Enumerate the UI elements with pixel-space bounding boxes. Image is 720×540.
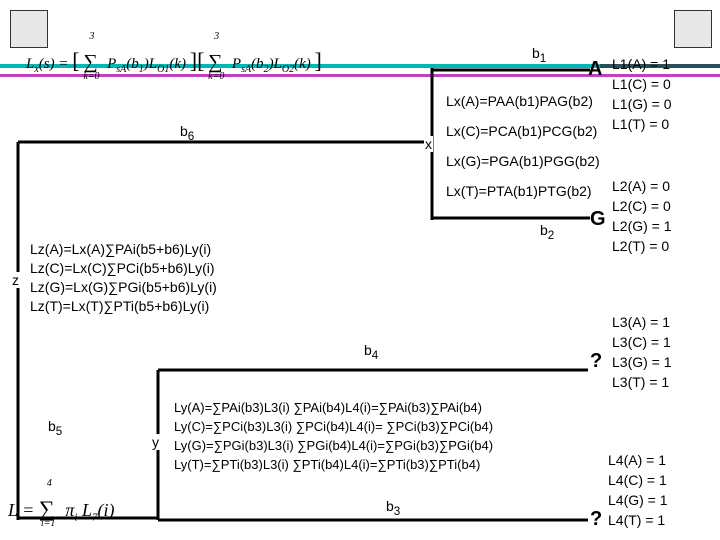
leaf3-value-t: L3(T) = 1 <box>612 374 670 390</box>
leaf1-value-a: L1(A) = 1 <box>612 56 670 72</box>
z-equation-a: Lz(A)=Lx(A)∑PAi(b5+b6)Ly(i) <box>30 241 212 257</box>
prev-slide-button[interactable] <box>10 10 48 48</box>
leaf2-value-a: L2(A) = 0 <box>612 178 670 194</box>
x-equation-t: Lx(T)=PTA(b1)PTG(b2) <box>446 183 592 199</box>
leaf2-value-c: L2(C) = 0 <box>612 198 671 214</box>
leaf3-value-g: L3(G) = 1 <box>612 354 672 370</box>
leaf3-value-c: L3(C) = 1 <box>612 334 671 350</box>
y-equation-g: Ly(G)=∑PGi(b3)L3(i) ∑PGi(b4)L4(i)=∑PGi(b… <box>174 438 494 453</box>
z-equations: Lz(A)=Lx(A)∑PAi(b5+b6)Ly(i) Lz(C)=Lx(C)∑… <box>30 240 217 316</box>
x-equation-g: Lx(G)=PGA(b1)PGG(b2) <box>446 153 600 169</box>
branch-label-b5: b5 <box>48 418 63 438</box>
leaf1-value-t: L1(T) = 0 <box>612 116 670 132</box>
branch-label-b1: b1 <box>532 45 547 65</box>
stripe-top <box>0 64 720 68</box>
leaf-values-3: L3(A) = 1 L3(C) = 1 L3(G) = 1 L3(T) = 1 <box>612 312 672 392</box>
stripe-dark <box>600 64 720 68</box>
node-label-y: y <box>151 434 160 450</box>
branch-label-b2: b2 <box>540 222 555 242</box>
leaf4-value-a: L4(A) = 1 <box>608 452 666 468</box>
y-equation-t: Ly(T)=∑PTi(b3)L3(i) ∑PTi(b4)L4(i)=∑PTi(b… <box>174 457 481 472</box>
formula-bottom: L = 4 ∑ i=1 πi L7(i) <box>8 478 115 529</box>
x-equation-a: Lx(A)=PAA(b1)PAG(b2) <box>446 93 593 109</box>
z-equation-c: Lz(C)=Lx(C)∑PCi(b5+b6)Ly(i) <box>30 260 215 276</box>
z-equation-t: Lz(T)=Lx(T)∑PTi(b5+b6)Ly(i) <box>30 298 210 314</box>
leaf4-value-t: L4(T) = 1 <box>608 512 666 528</box>
branch-label-b3: b3 <box>386 498 401 518</box>
branch-label-b6: b6 <box>180 123 195 143</box>
leaf2-value-t: L2(T) = 0 <box>612 238 670 254</box>
leaf-char-4: ? <box>590 508 603 530</box>
leaf-char-3: ? <box>590 350 603 372</box>
leaf-values-2: L2(A) = 0 L2(C) = 0 L2(G) = 1 L2(T) = 0 <box>612 176 672 256</box>
leaf1-value-g: L1(G) = 0 <box>612 96 672 112</box>
next-slide-button[interactable] <box>674 10 712 48</box>
y-equations: Ly(A)=∑PAi(b3)L3(i) ∑PAi(b4)L4(i)=∑PAi(b… <box>174 398 493 474</box>
leaf3-value-a: L3(A) = 1 <box>612 314 670 330</box>
leaf-char-1: A <box>588 58 603 80</box>
leaf2-value-g: L2(G) = 1 <box>612 218 672 234</box>
leaf-values-4: L4(A) = 1 L4(C) = 1 L4(G) = 1 L4(T) = 1 <box>608 450 668 530</box>
z-equation-g: Lz(G)=Lx(G)∑PGi(b5+b6)Ly(i) <box>30 279 217 295</box>
leaf-values-1: L1(A) = 1 L1(C) = 0 L1(G) = 0 L1(T) = 0 <box>612 54 672 134</box>
node-label-z: z <box>11 272 20 288</box>
node-label-x: x <box>424 136 433 152</box>
branch-label-b4: b4 <box>364 342 379 362</box>
stripe-bottom <box>0 74 720 77</box>
y-equation-c: Ly(C)=∑PCi(b3)L3(i) ∑PCi(b4)L4(i)= ∑PCi(… <box>174 419 494 434</box>
leaf-char-2: G <box>590 208 606 230</box>
x-equations: Lx(A)=PAA(b1)PAG(b2) Lx(C)=PCA(b1)PCG(b2… <box>446 86 600 206</box>
formula-top: Lx(s) = [ 3 ∑ k=0 PsA(b1)LO1(k) ][ 3 ∑ k… <box>26 31 322 82</box>
leaf1-value-c: L1(C) = 0 <box>612 76 671 92</box>
leaf4-value-c: L4(C) = 1 <box>608 472 667 488</box>
y-equation-a: Ly(A)=∑PAi(b3)L3(i) ∑PAi(b4)L4(i)=∑PAi(b… <box>174 400 482 415</box>
leaf4-value-g: L4(G) = 1 <box>608 492 668 508</box>
x-equation-c: Lx(C)=PCA(b1)PCG(b2) <box>446 123 598 139</box>
